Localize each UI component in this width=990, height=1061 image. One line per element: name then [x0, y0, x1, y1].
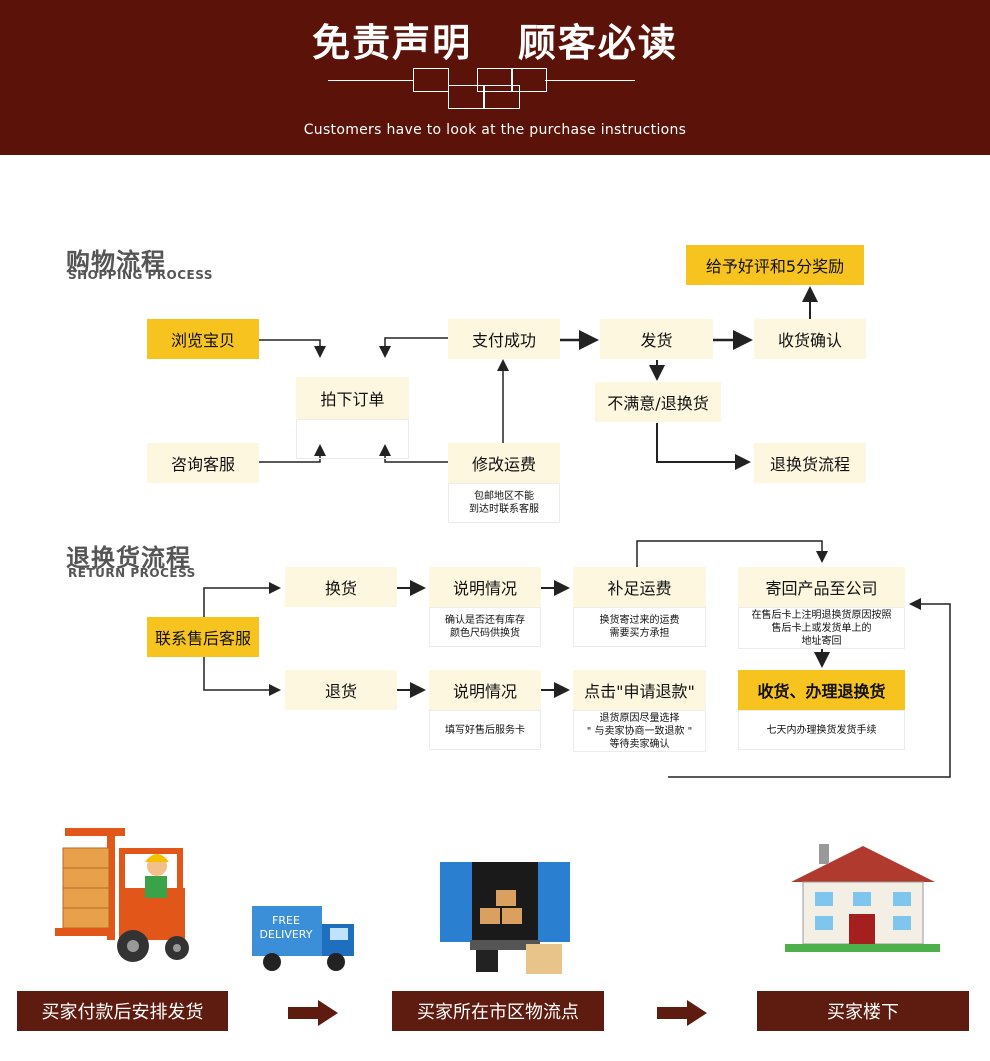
cargo-truck-illustration: [440, 858, 570, 980]
handle-return-note: 七天内办理换货发货手续: [738, 710, 905, 750]
note-line: 换货寄过来的运费: [600, 614, 680, 627]
return-section-subtitle: RETURN PROCESS: [68, 566, 196, 580]
step-handle-return: 收货、办理退换货: [738, 670, 905, 710]
note-line: 确认是否还有库存: [445, 614, 525, 627]
truck-text-delivery: DELIVERY: [260, 928, 313, 941]
delivery-step-1: 买家付款后安排发货: [17, 991, 228, 1031]
note-line: 需要买方承担: [610, 627, 670, 640]
step-return-process: 退换货流程: [754, 443, 866, 483]
step-consult-service: 咨询客服: [147, 443, 259, 483]
truck-text-free: FREE: [272, 914, 300, 927]
send-back-note: 在售后卡上注明退换货原因按照 售后卡上或发货单上的 地址寄回: [738, 607, 905, 649]
step-apply-refund: 点击"申请退款": [573, 670, 706, 710]
delivery-step-2: 买家所在市区物流点: [392, 991, 604, 1031]
forklift-illustration: [45, 828, 205, 968]
step-ship: 发货: [600, 319, 713, 359]
step-send-back: 寄回产品至公司: [738, 567, 905, 607]
note-line: 等待卖家确认: [610, 738, 670, 751]
step-contact-aftersales: 联系售后客服: [147, 617, 259, 657]
shopping-section-subtitle: SHOPPING PROCESS: [68, 268, 213, 282]
explain-exchange-note: 确认是否还有库存 颜色尺码供换货: [429, 607, 541, 647]
step-topup-freight: 补足运费: [573, 567, 706, 607]
step-exchange: 换货: [285, 567, 397, 607]
step-unsatisfied: 不满意/退换货: [595, 382, 721, 422]
note-line: " 与卖家协商一致退款 ": [587, 725, 693, 738]
arrow-right-icon: [657, 1000, 709, 1026]
delivery-truck-illustration: FREE DELIVERY: [250, 900, 360, 978]
step-confirm-receipt: 收货确认: [754, 319, 866, 359]
note-line: 颜色尺码供换货: [450, 627, 520, 640]
explain-refund-note: 填写好售后服务卡: [429, 710, 541, 750]
step-browse: 浏览宝贝: [147, 319, 259, 359]
order-box-lower: [296, 419, 409, 459]
note-line: 地址寄回: [802, 635, 842, 648]
step-explain-exchange: 说明情况: [429, 567, 541, 607]
step-reward: 给予好评和5分奖励: [686, 245, 864, 285]
note-line: 到达时联系客服: [469, 503, 539, 516]
house-illustration: [785, 840, 940, 955]
step-payment-success: 支付成功: [448, 319, 560, 359]
note-line: 退货原因尽量选择: [600, 712, 680, 725]
step-modify-freight: 修改运费: [448, 443, 560, 483]
arrow-right-icon: [288, 1000, 340, 1026]
note-line: 包邮地区不能: [474, 490, 534, 503]
apply-refund-note: 退货原因尽量选择 " 与卖家协商一致退款 " 等待卖家确认: [573, 710, 706, 752]
step-refund: 退货: [285, 670, 397, 710]
note-line: 售后卡上或发货单上的: [772, 622, 872, 635]
step-place-order: 拍下订单: [296, 377, 409, 419]
topup-freight-note: 换货寄过来的运费 需要买方承担: [573, 607, 706, 647]
note-line: 在售后卡上注明退换货原因按照: [752, 609, 892, 622]
modify-freight-note: 包邮地区不能 到达时联系客服: [448, 483, 560, 523]
step-explain-refund: 说明情况: [429, 670, 541, 710]
delivery-step-3: 买家楼下: [757, 991, 969, 1031]
